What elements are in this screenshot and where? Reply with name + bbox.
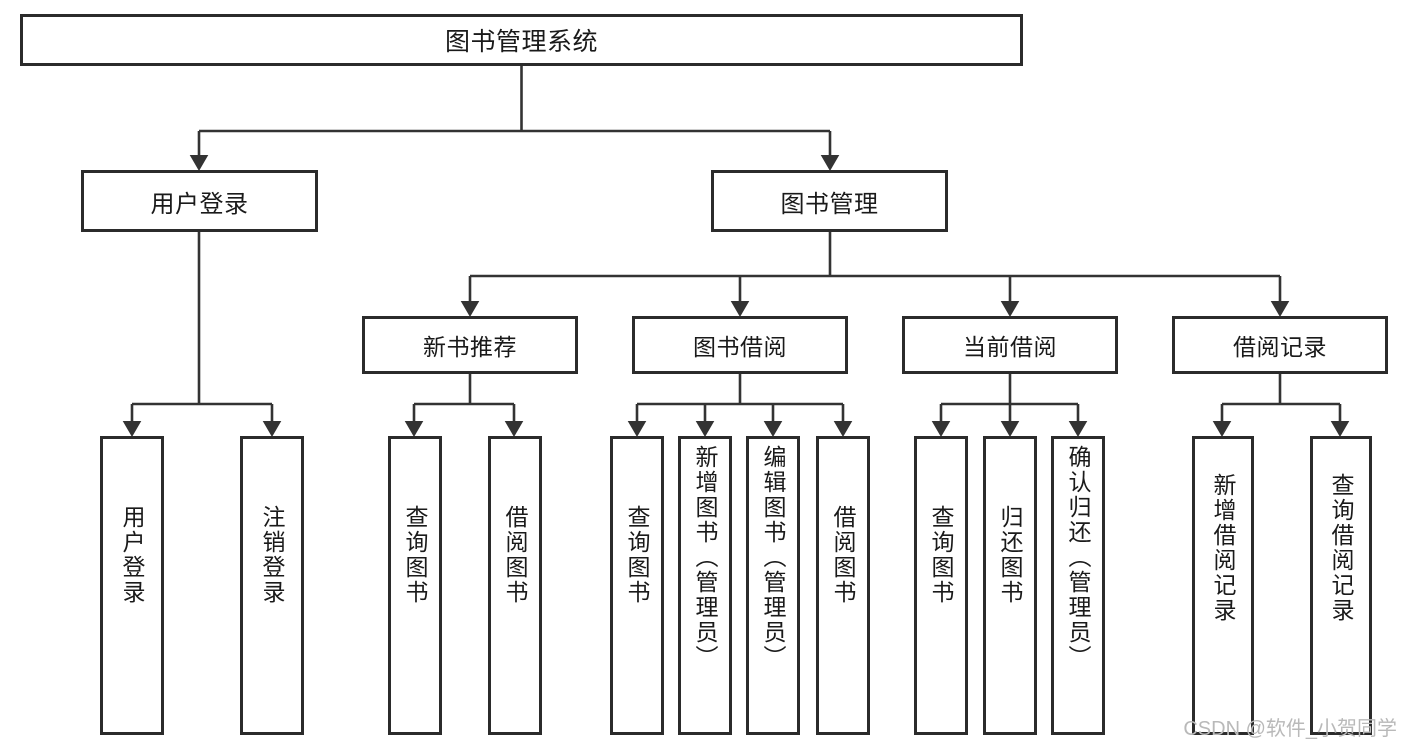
node-label: 图书借阅 <box>693 334 787 360</box>
node-label: 编辑图书（管理员） <box>760 445 787 670</box>
node-label: 借阅图书 <box>502 505 529 605</box>
node-label: 图书管理系统 <box>444 28 598 56</box>
node-current-borrow[interactable]: 当前借阅 <box>902 316 1118 374</box>
leaf-borrow-book-recommend[interactable]: 借阅图书 <box>488 436 542 735</box>
node-label: 用户登录 <box>119 505 146 605</box>
watermark-csdn: CSDN @软件_小贺同学 <box>1183 718 1397 740</box>
leaf-add-book-admin[interactable]: 新增图书（管理员） <box>678 436 732 735</box>
node-label: 查询图书 <box>624 505 651 605</box>
node-label: 新增图书（管理员） <box>692 445 719 670</box>
leaf-confirm-return-admin[interactable]: 确认归还（管理员） <box>1051 436 1105 735</box>
node-label: 当前借阅 <box>963 334 1057 360</box>
leaf-user-login[interactable]: 用户登录 <box>100 436 164 735</box>
leaf-query-book-recommend[interactable]: 查询图书 <box>388 436 442 735</box>
node-label: 新书推荐 <box>423 334 517 360</box>
leaf-user-logout[interactable]: 注销登录 <box>240 436 304 735</box>
node-new-book-recommend[interactable]: 新书推荐 <box>362 316 578 374</box>
node-book-management[interactable]: 图书管理 <box>711 170 948 232</box>
leaf-edit-book-admin[interactable]: 编辑图书（管理员） <box>746 436 800 735</box>
node-label: 图书管理 <box>780 190 879 218</box>
node-label: 注销登录 <box>259 505 286 605</box>
node-user-login[interactable]: 用户登录 <box>81 170 318 232</box>
leaf-return-book[interactable]: 归还图书 <box>983 436 1037 735</box>
leaf-add-borrow-record[interactable]: 新增借阅记录 <box>1192 436 1254 735</box>
leaf-query-borrow-record[interactable]: 查询借阅记录 <box>1310 436 1372 735</box>
node-label: 查询借阅记录 <box>1328 473 1355 623</box>
node-borrow-record[interactable]: 借阅记录 <box>1172 316 1388 374</box>
node-label: 新增借阅记录 <box>1210 473 1237 623</box>
node-label: 查询图书 <box>402 505 429 605</box>
node-label: 归还图书 <box>997 505 1024 605</box>
node-label: 借阅记录 <box>1233 334 1327 360</box>
leaf-query-book-current[interactable]: 查询图书 <box>914 436 968 735</box>
leaf-query-book-borrow[interactable]: 查询图书 <box>610 436 664 735</box>
node-book-borrow[interactable]: 图书借阅 <box>632 316 848 374</box>
node-label: 确认归还（管理员） <box>1065 445 1092 670</box>
node-label: 用户登录 <box>150 190 249 218</box>
node-root-book-management-system[interactable]: 图书管理系统 <box>20 14 1023 66</box>
node-label: 借阅图书 <box>830 505 857 605</box>
leaf-borrow-book[interactable]: 借阅图书 <box>816 436 870 735</box>
node-label: 查询图书 <box>928 505 955 605</box>
